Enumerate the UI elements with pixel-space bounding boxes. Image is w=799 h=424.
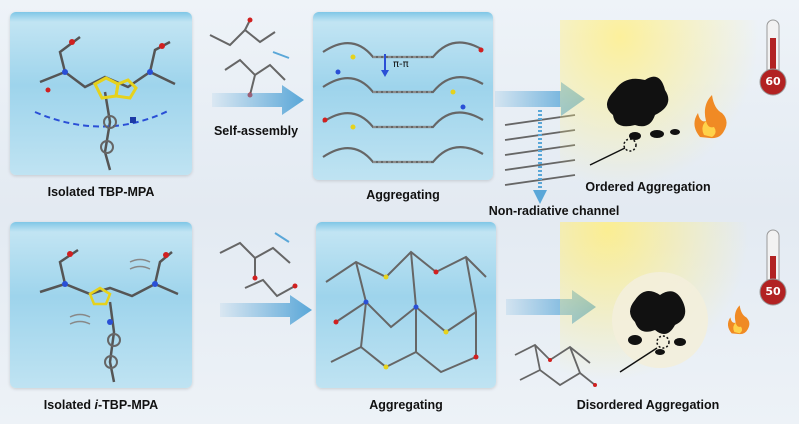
arrow-icon-top-1	[212, 85, 304, 115]
label-isolated-prefix: Isolated	[43, 398, 95, 412]
panel-isolated-tbp-mpa	[10, 12, 192, 175]
ordered-stack-illustration: π-π	[322, 41, 484, 164]
disordered-network-illustration	[325, 250, 487, 374]
label-aggregating-bottom: Aggregating	[369, 398, 443, 412]
molecule-tbp-mpa-illustration	[34, 36, 176, 171]
label-aggregating-top: Aggregating	[366, 188, 440, 202]
label-pi-pi: π-π	[393, 59, 409, 70]
label-isolated-tbp-mpa: Isolated TBP-MPA	[47, 185, 155, 199]
flame-icon-bottom	[727, 305, 750, 335]
temperature-top: 60	[765, 75, 781, 88]
temperature-bottom: 50	[765, 285, 781, 298]
label-ordered-aggregation: Ordered Aggregation	[585, 180, 711, 194]
label-isolated-italic: i	[94, 398, 98, 412]
label-isolated-i-tbp-mpa: Isolated i-TBP-MPA	[10, 398, 192, 412]
ordered-aggregate-illustration	[589, 76, 680, 166]
disordered-aggregate-illustration	[612, 272, 708, 373]
label-self-assembly: Self-assembly	[213, 124, 299, 138]
thermometer-icon-bottom: 50	[758, 228, 788, 308]
free-molecules-bottom	[219, 232, 298, 298]
panel-aggregating-top: π-π	[313, 12, 493, 180]
label-isolated-suffix: -TBP-MPA	[98, 398, 159, 412]
tangled-molecules-side	[514, 343, 597, 387]
molecule-i-tbp-mpa-illustration	[39, 248, 179, 383]
arrow-icon-bottom-1	[220, 295, 312, 325]
panel-aggregating-bottom	[316, 222, 496, 388]
flame-icon-top	[694, 95, 727, 139]
label-disordered-aggregation: Disordered Aggregation	[576, 398, 720, 412]
thermometer-icon-top: 60	[758, 18, 788, 98]
label-non-radiative-channel: Non-radiative channel	[488, 204, 620, 218]
arrow-icon-down	[533, 190, 547, 204]
panel-isolated-i-tbp-mpa	[10, 222, 192, 388]
